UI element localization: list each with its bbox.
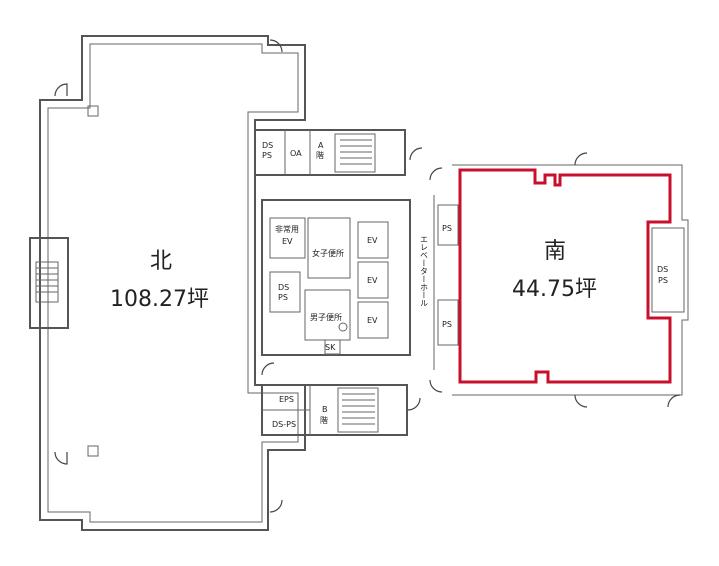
emergency-ev-label-2: EV: [282, 237, 293, 246]
south-name: 南: [544, 239, 566, 264]
north-area: 108.27坪: [110, 287, 209, 312]
core-top: [254, 129, 423, 176]
oa-label: OA: [290, 149, 302, 158]
womens-restroom-label: 女子便所: [312, 248, 344, 258]
north-office-outline: [39, 35, 306, 531]
north-name: 北: [150, 249, 172, 274]
ev1-label: EV: [367, 236, 378, 245]
south-office-highlight: [458, 168, 672, 384]
core-middle: [261, 199, 411, 356]
ps-top-label: PS: [442, 224, 452, 233]
stair-a-label-2: 階: [316, 150, 324, 160]
ds-ps-top-label-2: PS: [262, 151, 272, 160]
south-office-outer-wall: [452, 152, 689, 408]
ev3-label: EV: [367, 316, 378, 325]
ev2-label: EV: [367, 276, 378, 285]
ds-ps-mid-label-2: PS: [278, 293, 288, 302]
stair-b-label: B: [322, 405, 328, 414]
ds-ps-right-label: DS: [657, 265, 668, 274]
mens-restroom-label: 男子便所: [310, 312, 342, 322]
ds-ps-bottom-label: DS-PS: [272, 420, 296, 429]
ds-ps-mid-label: DS: [278, 283, 289, 292]
core-bottom: [261, 362, 421, 436]
stair-a-label: A: [318, 141, 324, 150]
ds-ps-right-label-2: PS: [658, 276, 668, 285]
eps-label: EPS: [279, 395, 294, 404]
elevator-hall-label: エレベーターホール: [420, 235, 429, 307]
sk-label: SK: [325, 343, 336, 352]
north-office-doors: [54, 39, 283, 513]
ps-columns: [429, 167, 459, 393]
ps-bottom-label: PS: [442, 320, 452, 329]
south-area: 44.75坪: [512, 277, 597, 302]
emergency-ev-label: 非常用: [275, 224, 299, 234]
ds-ps-top-label: DS: [262, 141, 273, 150]
west-stair-block: [29, 237, 69, 329]
stair-b-label-2: 階: [320, 415, 328, 425]
